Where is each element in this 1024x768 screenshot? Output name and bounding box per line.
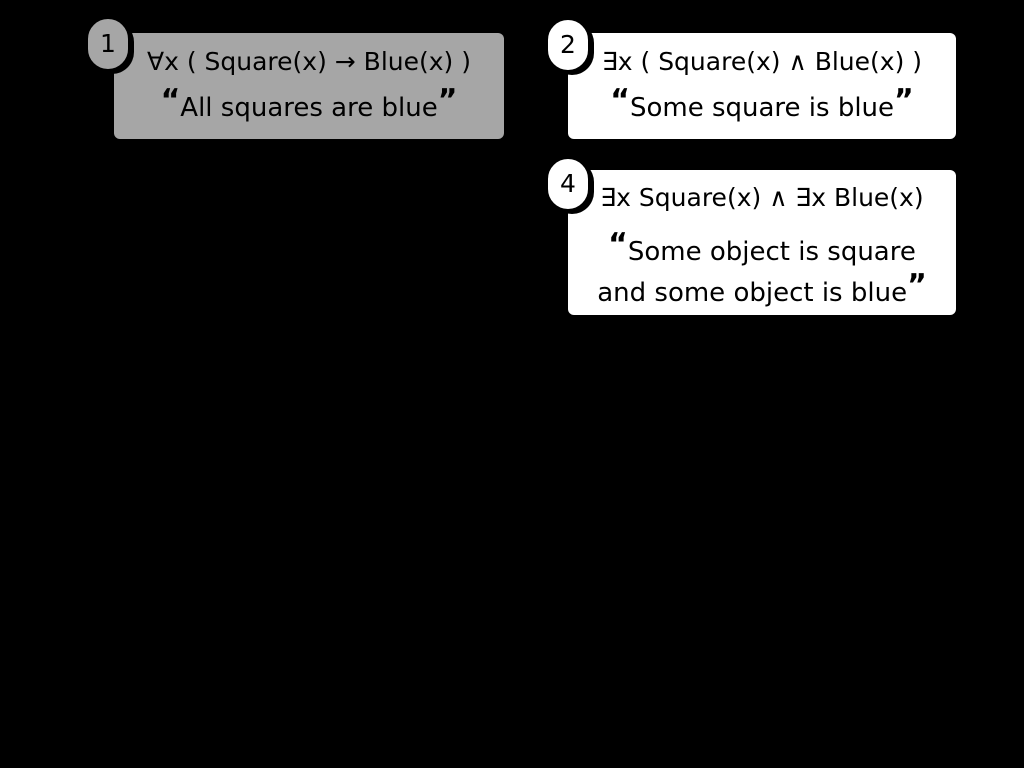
close-quote: ” — [894, 83, 914, 118]
translation: “All squares are blue” — [114, 83, 504, 128]
formula: ∃x ( Square(x) ∧ Blue(x) ) — [601, 47, 923, 76]
open-quote: “ — [610, 83, 630, 118]
close-quote: ” — [437, 83, 458, 118]
statement-card-4: ∃x Square(x) ∧ ∃x Blue(x) “Some object i… — [568, 170, 956, 315]
translation-line-1: “Some object is square — [568, 227, 956, 272]
statement-card-2: ∃x ( Square(x) ∧ Blue(x) ) “Some square … — [568, 33, 956, 139]
number-badge-4: 4 — [546, 157, 590, 211]
close-quote: ” — [907, 268, 927, 303]
open-quote: “ — [608, 227, 628, 262]
translation-text-line-2: and some object is blue — [597, 278, 908, 308]
formula: ∀x ( Square(x) → Blue(x) ) — [146, 47, 472, 76]
translation-text-line-1: Some object is square — [627, 237, 916, 267]
statement-card-1: ∀x ( Square(x) → Blue(x) ) “All squares … — [114, 33, 504, 139]
translation-text: Some square is blue — [629, 93, 895, 123]
translation-line-2: and some object is blue” — [568, 268, 956, 313]
open-quote: “ — [160, 83, 181, 118]
translation: “Some square is blue” — [568, 83, 956, 128]
formula: ∃x Square(x) ∧ ∃x Blue(x) — [600, 183, 924, 212]
translation-text: All squares are blue — [180, 93, 438, 123]
number-badge-1: 1 — [86, 17, 130, 71]
number-badge-2: 2 — [546, 18, 590, 72]
